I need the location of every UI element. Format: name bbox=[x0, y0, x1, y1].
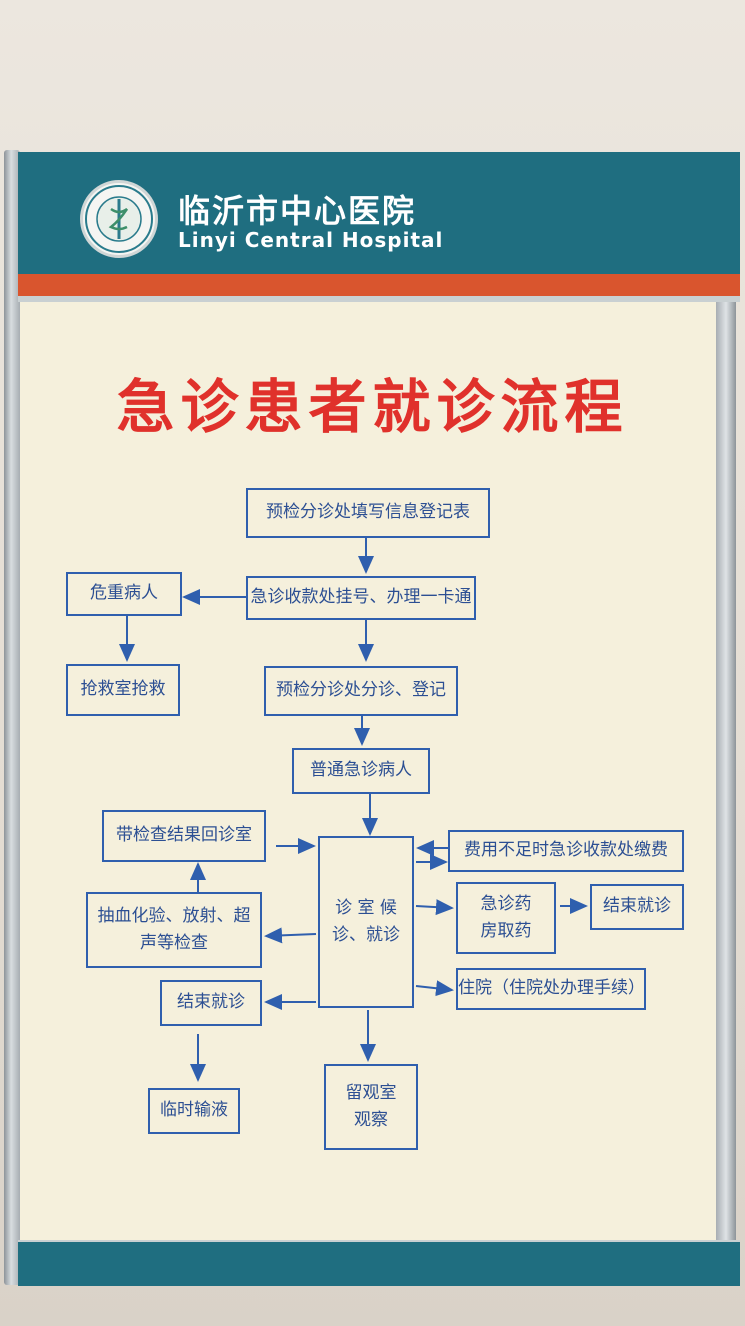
node-triage-form: 预检分诊处填写信息登记表 bbox=[246, 488, 490, 538]
hospital-logo-icon bbox=[80, 180, 158, 258]
node-general-patient-label: 普通急诊病人 bbox=[310, 760, 412, 781]
frame-left-rail bbox=[4, 150, 20, 1285]
node-end-visit-left-label: 结束就诊 bbox=[177, 992, 245, 1013]
node-critical-patient: 危重病人 bbox=[66, 572, 182, 616]
header-divider bbox=[18, 296, 740, 302]
node-pharmacy-label: 急诊药房取药 bbox=[480, 893, 532, 941]
node-tests: 抽血化验、放射、超声等检查 bbox=[86, 892, 262, 968]
node-end-visit-left: 结束就诊 bbox=[160, 980, 262, 1026]
node-hospitalization-label: 住院（住院处办理手续） bbox=[458, 978, 645, 999]
page-title: 急诊患者就诊流程 bbox=[116, 373, 629, 441]
node-consult-room: 诊 室 候 诊、就诊 bbox=[318, 836, 414, 1008]
node-fee-payment-label: 费用不足时急诊收款处缴费 bbox=[464, 840, 668, 861]
node-general-patient: 普通急诊病人 bbox=[292, 748, 430, 794]
node-consult-room-label: 诊 室 候 诊、就诊 bbox=[332, 897, 400, 945]
frame-right-rail bbox=[716, 170, 736, 1285]
node-registration: 急诊收款处挂号、办理一卡通 bbox=[246, 576, 476, 620]
node-rescue-room: 抢救室抢救 bbox=[66, 664, 180, 716]
node-temporary-iv: 临时输液 bbox=[148, 1088, 240, 1134]
node-return-results-label: 带检查结果回诊室 bbox=[116, 825, 252, 846]
node-rescue-room-label: 抢救室抢救 bbox=[80, 679, 166, 700]
sign-footer-bar bbox=[18, 1242, 740, 1286]
node-triage-register: 预检分诊处分诊、登记 bbox=[264, 666, 458, 716]
node-observation-room-label: 留观室观察 bbox=[345, 1082, 397, 1130]
header-stripe bbox=[18, 274, 740, 296]
hospital-name-en: Linyi Central Hospital bbox=[178, 228, 444, 252]
node-registration-label: 急诊收款处挂号、办理一卡通 bbox=[250, 587, 472, 608]
node-end-visit-right-label: 结束就诊 bbox=[603, 896, 671, 917]
node-fee-payment: 费用不足时急诊收款处缴费 bbox=[448, 830, 684, 872]
node-hospitalization: 住院（住院处办理手续） bbox=[456, 968, 646, 1010]
node-triage-register-label: 预检分诊处分诊、登记 bbox=[276, 680, 446, 701]
node-triage-form-label: 预检分诊处填写信息登记表 bbox=[266, 502, 470, 523]
node-tests-label: 抽血化验、放射、超声等检查 bbox=[97, 905, 251, 953]
node-critical-patient-label: 危重病人 bbox=[90, 583, 158, 604]
node-end-visit-right: 结束就诊 bbox=[590, 884, 684, 930]
node-pharmacy: 急诊药房取药 bbox=[456, 882, 556, 954]
node-return-results: 带检查结果回诊室 bbox=[102, 810, 266, 862]
node-temporary-iv-label: 临时输液 bbox=[160, 1100, 228, 1121]
hospital-name-cn: 临沂市中心医院 bbox=[178, 192, 417, 230]
node-observation-room: 留观室观察 bbox=[324, 1064, 418, 1150]
sign-panel bbox=[20, 302, 716, 1242]
